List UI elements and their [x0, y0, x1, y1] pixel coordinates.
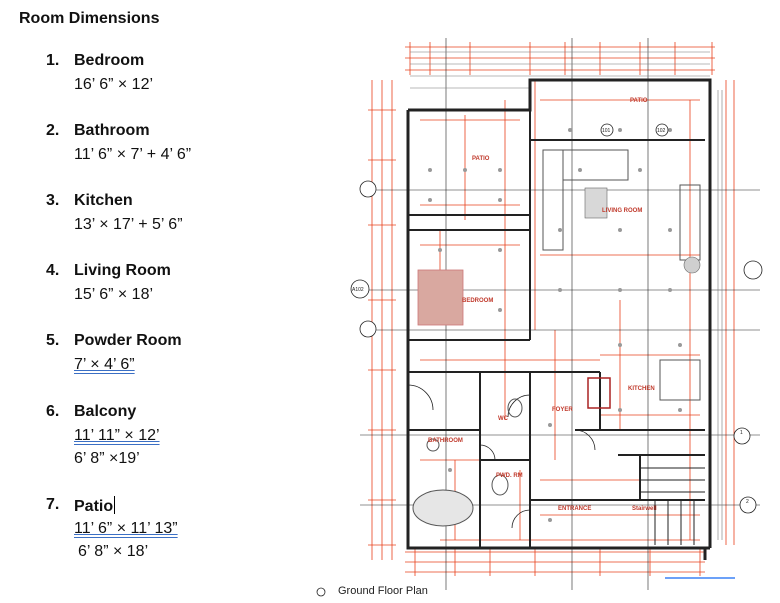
- floor-plan-drawing: 101 102 A102 1 2 PATIO PATIO LIVING ROOM…: [316, 38, 763, 597]
- door-swings: [407, 384, 596, 529]
- marker-102: 102: [657, 128, 666, 134]
- marker-1: 1: [740, 430, 743, 436]
- list-number: 4.: [46, 262, 60, 279]
- dimension-ticks: [368, 42, 713, 576]
- marker-a102: A102: [352, 287, 364, 293]
- list-number: 5.: [46, 332, 60, 349]
- room-name: Patio: [74, 496, 116, 516]
- room-dimension: 6’ 8” ×19’: [74, 450, 140, 467]
- label-patio-left: PATIO: [472, 156, 490, 162]
- room-name-text: Patio: [74, 498, 114, 515]
- label-entrance: ENTRANCE: [558, 506, 591, 512]
- exterior-walls: [406, 78, 712, 560]
- label-stairwell: Stairwell: [632, 506, 657, 512]
- list-number: 6.: [46, 403, 60, 420]
- list-number: 2.: [46, 122, 60, 139]
- label-pwd-rm: PWD. RM: [496, 473, 523, 479]
- room-dimension: 16’ 6” × 12’: [74, 76, 154, 93]
- room-name: Living Room: [74, 262, 171, 279]
- room-dimension: 11’ 6” × 7’ + 4’ 6”: [74, 146, 192, 163]
- marker-101: 101: [602, 128, 611, 134]
- room-name: Bathroom: [74, 122, 150, 139]
- label-living-room: LIVING ROOM: [602, 208, 642, 214]
- marker-2: 2: [746, 499, 749, 505]
- room-name: Powder Room: [74, 332, 182, 349]
- room-name: Balcony: [74, 403, 137, 420]
- text-cursor: [114, 496, 116, 514]
- ceiling-lights: [428, 128, 682, 522]
- document-title: Room Dimensions: [19, 10, 160, 27]
- label-patio-top: PATIO: [630, 98, 648, 104]
- room-dimensions-document[interactable]: Room Dimensions 1. Bedroom 16’ 6” × 12’ …: [0, 0, 300, 603]
- room-labels: PATIO PATIO LIVING ROOM BEDROOM KITCHEN …: [428, 98, 657, 512]
- fixtures: [412, 149, 701, 527]
- list-number: 3.: [46, 192, 60, 209]
- list-number: 7.: [46, 496, 60, 513]
- label-bathroom: BATHROOM: [428, 438, 463, 444]
- room-dimension: 15’ 6” × 18’: [74, 286, 154, 303]
- plan-title-marker: [316, 587, 326, 597]
- room-name: Bedroom: [74, 52, 145, 69]
- label-foyer: FOYER: [552, 407, 573, 413]
- room-dimension: 11’ 11” × 12’: [74, 427, 160, 444]
- plan-caption: Ground Floor Plan: [338, 585, 428, 597]
- room-name: Kitchen: [74, 192, 133, 209]
- list-number: 1.: [46, 52, 60, 69]
- room-dimension: 13’ × 17’ + 5’ 6”: [74, 216, 183, 233]
- railing-hatch: [410, 51, 723, 540]
- label-bedroom: BEDROOM: [462, 298, 493, 304]
- room-dimension: 7’ × 4’ 6”: [74, 356, 135, 373]
- interior-walls: [408, 110, 705, 548]
- room-dimension: 11’ 6” × 11’ 13”: [74, 520, 178, 537]
- label-kitchen: KITCHEN: [628, 386, 655, 392]
- room-dimension: 6’ 8” × 18’: [78, 543, 149, 560]
- section-markers: 101 102 A102 1 2: [350, 123, 763, 514]
- label-wc: WC: [498, 416, 509, 422]
- stair-treads: [640, 467, 705, 545]
